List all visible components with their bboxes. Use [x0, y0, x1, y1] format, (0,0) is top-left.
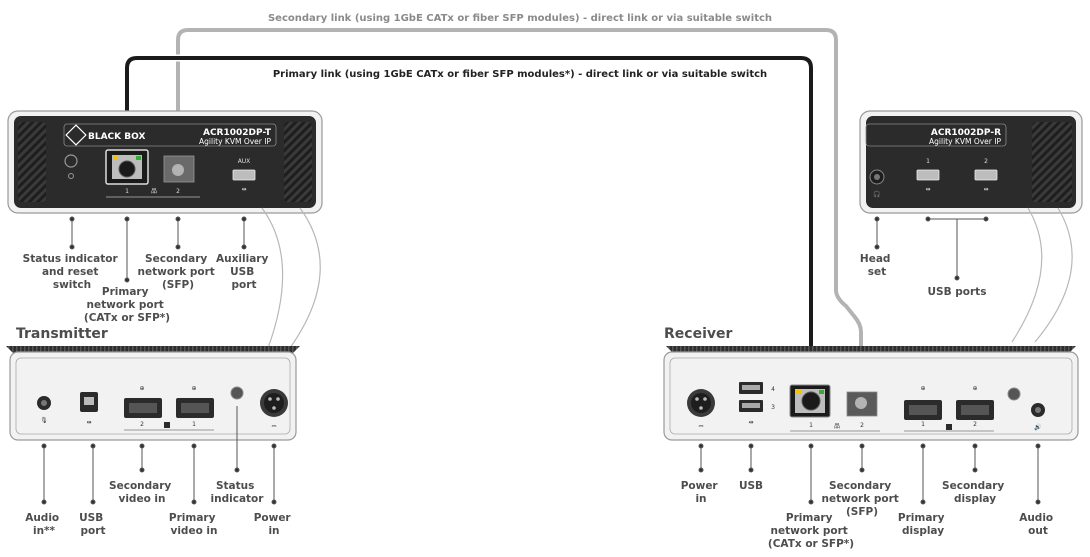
receiver-rear-callouts [698, 443, 1041, 505]
network-icon: 品 [151, 188, 157, 195]
usb-symbol-icon: ⇹ [748, 419, 753, 426]
receiver-subtitle: Agility KVM Over IP [929, 137, 1001, 146]
usb-symbol-icon: ⇹ [241, 186, 246, 193]
net1-number: 1 [809, 422, 813, 429]
audio-icon: 🔊 [1034, 423, 1042, 431]
video2-number: 2 [140, 421, 144, 428]
receiver-front-callouts [874, 216, 989, 281]
receiver-front-panel: ACR1002DP-R Agility KVM Over IP 🎧 1 ⇹ 2 … [859, 110, 1083, 214]
primary-cable-plug [118, 160, 136, 178]
label-usb-ports: USB ports [928, 286, 987, 298]
disp2-number: 2 [973, 421, 977, 428]
receiver-rear-panel: ⎓ 4 3 ⇹ 1 2 品 ⊕ 1 ⊕ 2 🔊 [663, 346, 1079, 441]
aux-usb-port[interactable] [232, 169, 256, 181]
label-tx-primary-port: Primary network port (CATx or SFP*) [84, 286, 170, 324]
receiver-heading: Receiver [664, 326, 732, 342]
primary-link-line-inner [125, 56, 813, 402]
label-status-indicator: Status indicator [211, 480, 265, 505]
label-tx-power-in: Power in [254, 512, 295, 537]
front-usb-port-2[interactable] [974, 169, 998, 181]
displayport-icon: ⊕ [191, 385, 196, 392]
vent-right [1032, 122, 1072, 202]
front-usb-port-1[interactable] [916, 169, 940, 181]
secondary-link-label: Secondary link (using 1GbE CATx or fiber… [268, 13, 772, 24]
label-rx-secondary-port: Secondary network port (SFP) [822, 480, 903, 518]
rx-primary-cable-plug [801, 391, 821, 411]
transmitter-front-panel: BLACK BOX ACR1002DP-T Agility KVM Over I… [7, 110, 323, 214]
disp1-number: 1 [921, 421, 925, 428]
port2-number: 2 [176, 188, 180, 195]
primary-link-label: Primary link (using 1GbE CATx or fiber S… [273, 69, 767, 80]
transmitter-subtitle: Agility KVM Over IP [199, 137, 271, 146]
label-rx-usb: USB [739, 480, 763, 492]
label-audio-in: Audio in** [25, 512, 63, 537]
rx-status-led [1007, 387, 1021, 401]
displayport-icon: ⊕ [139, 385, 144, 392]
label-rx-primary-port: Primary network port (CATx or SFP*) [768, 512, 854, 550]
label-audio-out: Audio out [1019, 512, 1057, 537]
transmitter-model: ACR1002DP-T [203, 128, 272, 138]
status-indicator-led [230, 386, 244, 400]
usb4-number: 4 [771, 386, 775, 393]
aux-label: AUX [238, 158, 251, 165]
receiver-model: ACR1002DP-R [931, 128, 1001, 138]
transmitter-rear-callouts [41, 406, 277, 505]
label-aux-usb: Auxiliary USB port [216, 253, 272, 291]
label-primary-video: Primary video in [169, 512, 219, 537]
displayport-icon: ⊕ [972, 385, 977, 392]
label-status-reset: Status indicator and reset switch [23, 253, 122, 291]
usb1-number: 1 [926, 158, 930, 165]
transmitter-heading: Transmitter [16, 326, 108, 342]
secondary-cable-plug [172, 164, 184, 176]
port1-number: 1 [125, 188, 129, 195]
rx-secondary-cable-plug [855, 397, 867, 409]
net2-number: 2 [860, 422, 864, 429]
power-rating-icon: ⎓ [272, 423, 277, 430]
usb-symbol-icon: ⇹ [86, 419, 91, 426]
black-box-logo-icon [65, 124, 87, 146]
audio-icon: 🎙 [40, 416, 48, 424]
status-led-icon [68, 173, 74, 179]
transmitter-front-callouts [69, 216, 247, 283]
label-primary-display: Primary display [898, 512, 948, 537]
usb3-number: 3 [771, 404, 775, 411]
usb-symbol-icon: ⇹ [983, 186, 988, 193]
secondary-link-line-inner [176, 28, 863, 402]
displayport-icon: ⊕ [920, 385, 925, 392]
label-tx-secondary-port: Secondary network port (SFP) [138, 253, 219, 291]
label-secondary-video: Secondary video in [109, 480, 175, 505]
video1-number: 1 [192, 421, 196, 428]
label-usb-port: USB port [79, 512, 107, 537]
headset-icon: 🎧 [873, 190, 880, 198]
label-headset: Head set [860, 253, 894, 278]
vent-left [18, 122, 46, 202]
brand-label: BLACK BOX [88, 132, 145, 142]
usb2-number: 2 [984, 158, 988, 165]
power-rating-icon: ⎓ [699, 423, 704, 430]
usb-symbol-icon: ⇹ [925, 186, 930, 193]
status-reset-button[interactable] [64, 154, 78, 168]
vent-right [284, 122, 312, 202]
transmitter-rear-panel: 🎙 ⇹ ⊕ 2 ⊕ 1 ⎓ [6, 346, 300, 441]
network-icon: 品 [834, 423, 840, 430]
label-rx-power-in: Power in [681, 480, 722, 505]
label-secondary-display: Secondary display [942, 480, 1008, 505]
